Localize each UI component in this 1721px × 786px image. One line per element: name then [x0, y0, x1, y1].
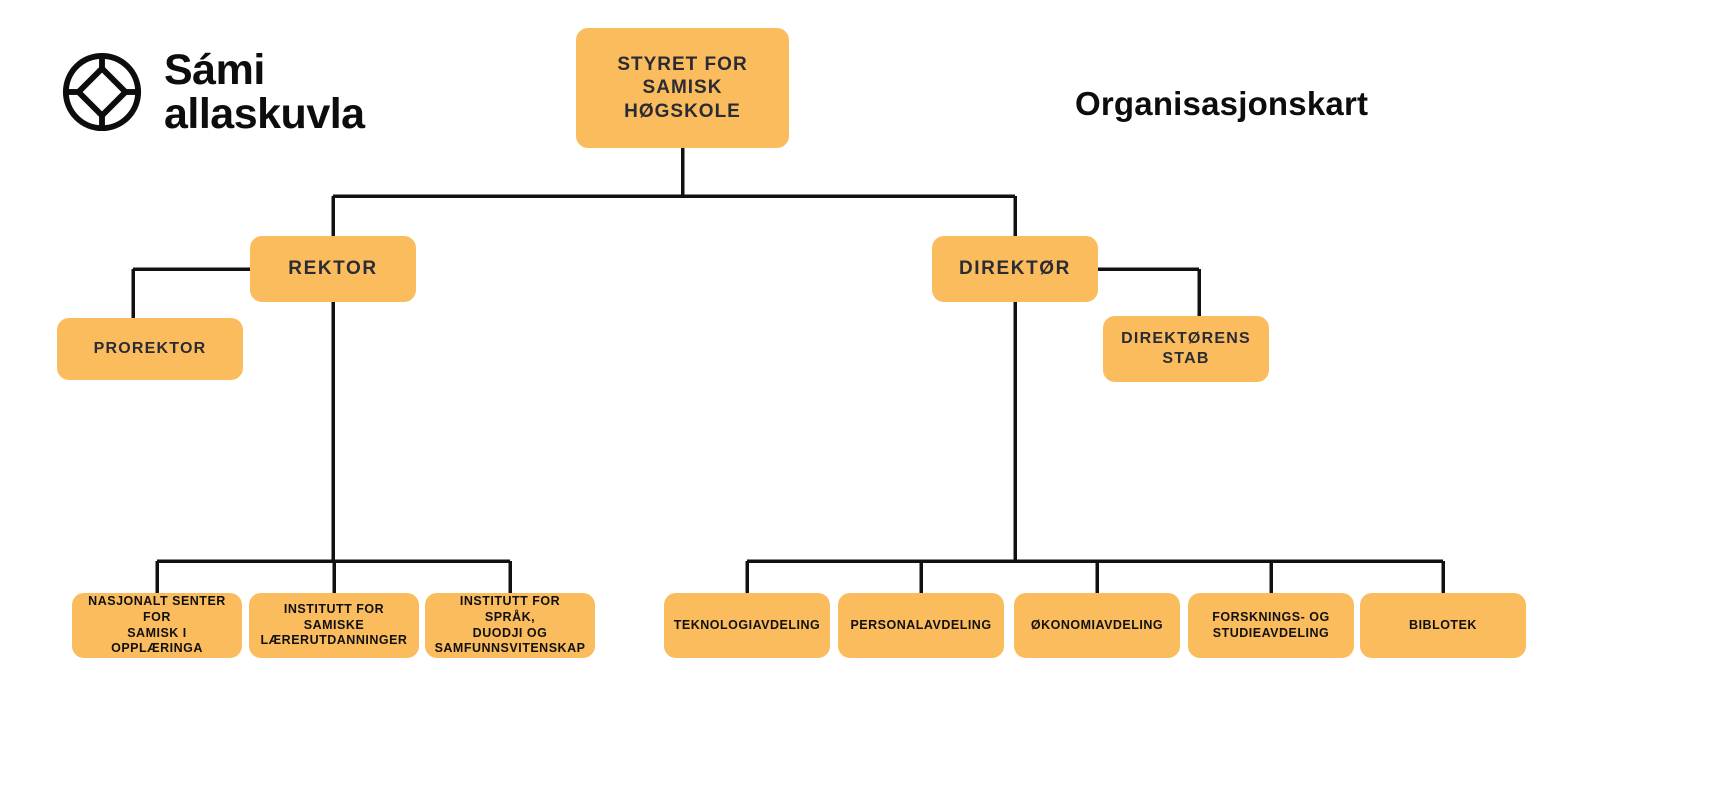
org-node-nasjonalt[interactable]: NASJONALT SENTER FOR SAMISK I OPPLÆRINGA — [72, 593, 242, 658]
org-node-inst-sprak[interactable]: INSTITUTT FOR SPRÅK, DUODJI OG SAMFUNNSV… — [425, 593, 595, 658]
org-node-forskning[interactable]: FORSKNINGS- OG STUDIEAVDELING — [1188, 593, 1354, 658]
org-node-rektor[interactable]: REKTOR — [250, 236, 416, 302]
org-node-bibliotek[interactable]: BIBLOTEK — [1360, 593, 1526, 658]
org-node-inst-laerer[interactable]: INSTITUTT FOR SAMISKE LÆRERUTDANNINGER — [249, 593, 419, 658]
page-title: Organisasjonskart — [1075, 85, 1368, 123]
org-node-teknologi[interactable]: TEKNOLOGIAVDELING — [664, 593, 830, 658]
org-node-direktor[interactable]: DIREKTØR — [932, 236, 1098, 302]
org-node-prorektor[interactable]: PROREKTOR — [57, 318, 243, 380]
org-node-okonomi[interactable]: ØKONOMIAVDELING — [1014, 593, 1180, 658]
brand-name: Sámi allaskuvla — [164, 48, 365, 137]
org-node-personal[interactable]: PERSONALAVDELING — [838, 593, 1004, 658]
brand-lockup: Sámi allaskuvla — [60, 48, 365, 137]
sami-allaskuvla-logo-icon — [60, 50, 144, 134]
org-node-styret[interactable]: STYRET FOR SAMISK HØGSKOLE — [576, 28, 789, 148]
org-node-dir-stab[interactable]: DIREKTØRENS STAB — [1103, 316, 1269, 382]
